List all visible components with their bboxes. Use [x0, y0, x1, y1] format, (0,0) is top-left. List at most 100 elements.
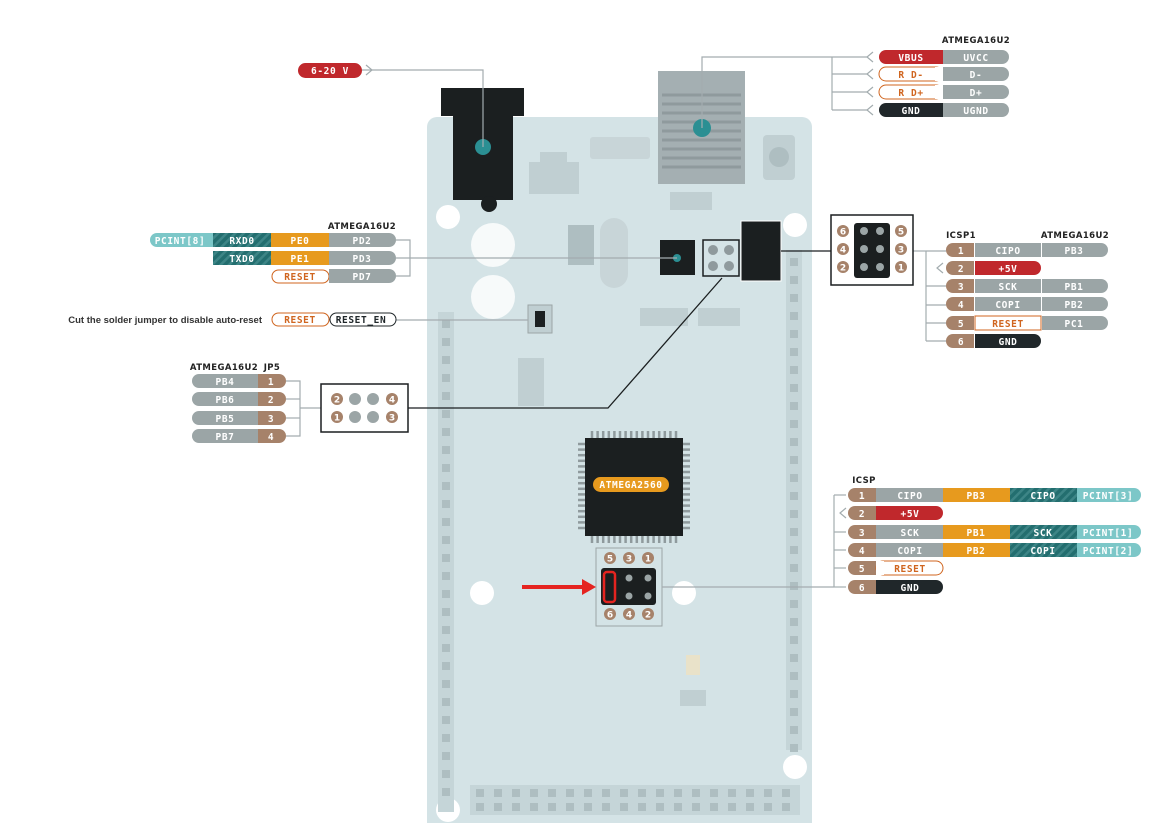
serial-reset-label: RESET	[284, 272, 316, 283]
icsp1-header-pin-number: 3	[898, 246, 904, 256]
reset-en-label: RESET_EN	[336, 315, 387, 326]
serial-pd7-label: PD7	[353, 272, 372, 283]
power-voltage-text: 6-20 V	[311, 66, 349, 77]
usb-chip-pin-label: UVCC	[963, 53, 988, 64]
icsp-signal-label: SCK	[901, 528, 920, 539]
jp5-port-label: PB4	[216, 377, 235, 388]
main-chip-label-text: ATMEGA2560	[599, 480, 662, 491]
icsp-pin-number: 2	[859, 509, 865, 520]
usb-pin-row: R D+ D+	[878, 84, 1009, 100]
usb-chip-pin-label: D+	[970, 88, 983, 99]
icsp1-header-pin-number: 4	[840, 246, 846, 256]
mounting-hole	[783, 213, 807, 237]
main-chip-label: ATMEGA2560	[593, 477, 669, 492]
usb-signal-label: R D-	[898, 70, 923, 81]
jp5-chip-title: ATMEGA16U2	[190, 363, 258, 373]
jp5-pin-number: 3	[268, 414, 274, 425]
serial-rxd-label: RXD0	[229, 236, 254, 247]
icsp1-header-pin-number: 2	[840, 264, 846, 274]
icsp1-pin-number: 3	[958, 282, 964, 293]
icsp-port-label: PB1	[967, 528, 986, 539]
jp5-header	[320, 383, 409, 433]
serial-pd2-label: PD2	[353, 236, 372, 247]
icsp1-pin-row: 2 +5V	[946, 261, 1041, 275]
auto-reset-jumper	[602, 570, 617, 604]
jp5-port-label: PB5	[216, 414, 235, 425]
icsp1-signal-label: RESET	[992, 319, 1024, 330]
icsp1-port-label: PC1	[1065, 319, 1084, 330]
icsp-pin-number: 3	[859, 528, 865, 539]
jp5-port-label: PB7	[216, 432, 235, 443]
icsp-pcint-label: PCINT[1]	[1083, 528, 1134, 539]
icsp1-signal-label: CIPO	[995, 246, 1020, 257]
serial-pe0-label: PE0	[291, 236, 310, 247]
mounting-hole	[436, 205, 460, 229]
usb-chip-pin-label: D-	[970, 70, 983, 81]
mounting-hole	[672, 581, 696, 605]
icsp-pin-number: 4	[859, 546, 865, 557]
icsp1-port-label: PB2	[1065, 300, 1084, 311]
usb-chip-pin-label: UGND	[963, 106, 988, 117]
icsp1-pin-row: 3 SCK PB1	[946, 279, 1108, 293]
jp5-pin-number: 4	[268, 432, 274, 443]
icsp1-pin-number: 2	[958, 264, 964, 275]
icsp1-header-pin-number: 5	[898, 228, 904, 238]
icsp-header-pin-number: 5	[607, 555, 613, 565]
icsp-signal-label: CIPO	[897, 491, 922, 502]
reset-en-note: Cut the solder jumper to disable auto-re…	[68, 315, 263, 326]
icsp1-pin-number: 6	[958, 337, 964, 348]
icsp-pin-row: 6 GND	[848, 580, 943, 594]
icsp-pin-number: 6	[859, 583, 865, 594]
serial-pd3-label: PD3	[353, 254, 372, 265]
serial-pcint-label: PCINT[8]	[155, 236, 206, 247]
icsp1-port-label: PB1	[1065, 282, 1084, 293]
icsp-spi-label: SCK	[1034, 528, 1053, 539]
icsp-header-pin-number: 4	[626, 611, 632, 621]
usb-chip-title: ATMEGA16U2	[942, 36, 1010, 46]
icsp-header-pin-number: 3	[626, 555, 632, 565]
icsp1-signal-label: +5V	[999, 264, 1018, 275]
icsp1-pin-number: 5	[958, 319, 964, 330]
icsp1-header-pin-number: 6	[840, 228, 846, 238]
icsp-signal-label: +5V	[901, 509, 920, 520]
icsp-signal-label: RESET	[894, 564, 926, 575]
jp5-pin-row: PB7 4	[192, 429, 286, 443]
icsp1-pin-number: 4	[958, 300, 964, 311]
jp5-port-label: PB6	[216, 395, 235, 406]
serial-chip-title: ATMEGA16U2	[328, 222, 396, 232]
icsp1-signal-label: SCK	[999, 282, 1018, 293]
board	[427, 71, 812, 823]
icsp-header-pin-number: 6	[607, 611, 613, 621]
icsp-signal-label: GND	[901, 583, 920, 594]
jp5-pin-number: 2	[268, 395, 274, 406]
mounting-hole	[470, 581, 494, 605]
jp5-title: JP5	[263, 363, 281, 373]
icsp-pin-number: 1	[859, 491, 865, 502]
icsp-title: ICSP	[852, 476, 876, 486]
serial-pinout-group: ATMEGA16U2 PCINT[8] RXD0 PE0 PD2 TXD0 PE…	[150, 222, 396, 284]
icsp1-title: ICSP1	[946, 231, 976, 241]
jp5-header-pin-number: 2	[334, 396, 340, 406]
usb-signal-label: R D+	[898, 88, 923, 99]
icsp-pin-number: 5	[859, 564, 865, 575]
icsp-port-label: PB2	[967, 546, 986, 557]
power-input-label: 6-20 V	[298, 63, 362, 78]
icsp-pcint-label: PCINT[3]	[1083, 491, 1134, 502]
leader-lines	[286, 56, 946, 588]
serial-txd-label: TXD0	[229, 254, 254, 265]
icsp-pin-row: 3 SCK PB1 SCK PCINT[1]	[848, 525, 1141, 539]
serial-pe1-label: PE1	[291, 254, 310, 265]
icsp1-chip-title: ATMEGA16U2	[1041, 231, 1109, 241]
